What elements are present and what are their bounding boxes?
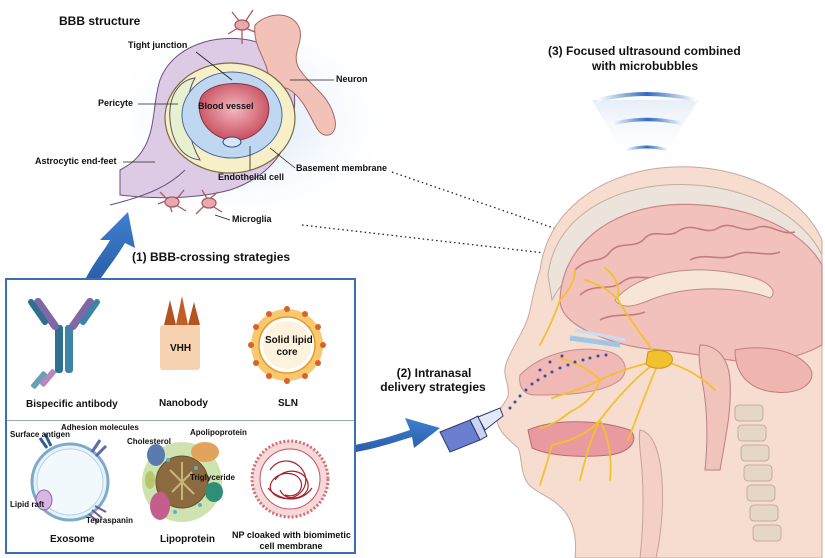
ultrasound-title-line1: (3) Focused ultrasound combined xyxy=(548,44,741,58)
intranasal-title-line2: delivery strategies xyxy=(380,380,486,394)
bbb-structure-illustration xyxy=(100,9,400,230)
label-surface-antigen: Surface antigen xyxy=(10,430,71,439)
nanobody-icon xyxy=(160,296,200,370)
label-exosome: Exosome xyxy=(50,534,95,545)
label-lipoprotein: Lipoprotein xyxy=(160,534,215,545)
label-lipid-raft: Lipid raft xyxy=(10,500,45,509)
bbb-structure-title: BBB structure xyxy=(59,14,141,28)
arrow-to-bbb xyxy=(85,212,135,282)
label-tight-junction: Tight junction xyxy=(128,40,188,50)
label-astrocytic-end-feet: Astrocytic end-feet xyxy=(35,156,117,166)
label-solid-lipid-core-line1: Solid lipid xyxy=(265,335,313,346)
label-endothelial-cell: Endothelial cell xyxy=(218,172,285,182)
label-cholesterol: Cholesterol xyxy=(127,437,172,446)
intranasal-particles xyxy=(508,353,608,410)
lipoprotein-icon xyxy=(142,442,223,522)
label-neuron: Neuron xyxy=(336,74,368,84)
label-pericyte: Pericyte xyxy=(98,98,134,108)
head-illustration xyxy=(439,166,823,558)
panel-divider xyxy=(7,420,354,421)
microglia-cells xyxy=(157,189,223,215)
label-adhesion-molecules: Adhesion molecules xyxy=(61,423,139,432)
dotted-connectors xyxy=(301,171,589,259)
label-blood-vessel: Blood vessel xyxy=(198,101,254,111)
label-sln: SLN xyxy=(278,398,298,409)
sln-icon xyxy=(248,306,326,384)
label-triglyceride: Triglyceride xyxy=(190,473,235,482)
label-np-cloaked-line2: cell membrane xyxy=(259,541,323,551)
label-microglia: Microglia xyxy=(232,214,272,224)
label-nanobody: Nanobody xyxy=(159,398,208,409)
trigeminal-ganglion xyxy=(645,349,673,369)
label-bispecific-antibody: Bispecific antibody xyxy=(26,399,118,410)
ultrasound-title-line2: with microbubbles xyxy=(592,59,699,73)
label-np-cloaked-line1: NP cloaked with biomimetic xyxy=(232,530,351,540)
blood-vessel-lumen xyxy=(198,83,270,141)
intranasal-title-line1: (2) Intranasal xyxy=(396,366,472,380)
bispecific-antibody-icon xyxy=(28,298,100,389)
label-apolipoprotein: Apolipoprotein xyxy=(190,428,247,437)
nasal-spray xyxy=(439,407,504,453)
label-solid-lipid-core-line2: core xyxy=(276,347,298,358)
label-vhh: VHH xyxy=(170,343,192,354)
ultrasound-waves xyxy=(592,92,698,165)
microglia-top xyxy=(227,9,256,44)
label-basement-membrane: Basement membrane xyxy=(296,163,388,173)
np-cloaked-icon xyxy=(250,439,330,519)
exosome-icon xyxy=(30,433,110,523)
arrow-to-nose xyxy=(355,418,440,452)
label-tetraspanin: Tepraspanin xyxy=(86,516,133,525)
bbb-crossing-title: (1) BBB-crossing strategies xyxy=(132,250,291,264)
